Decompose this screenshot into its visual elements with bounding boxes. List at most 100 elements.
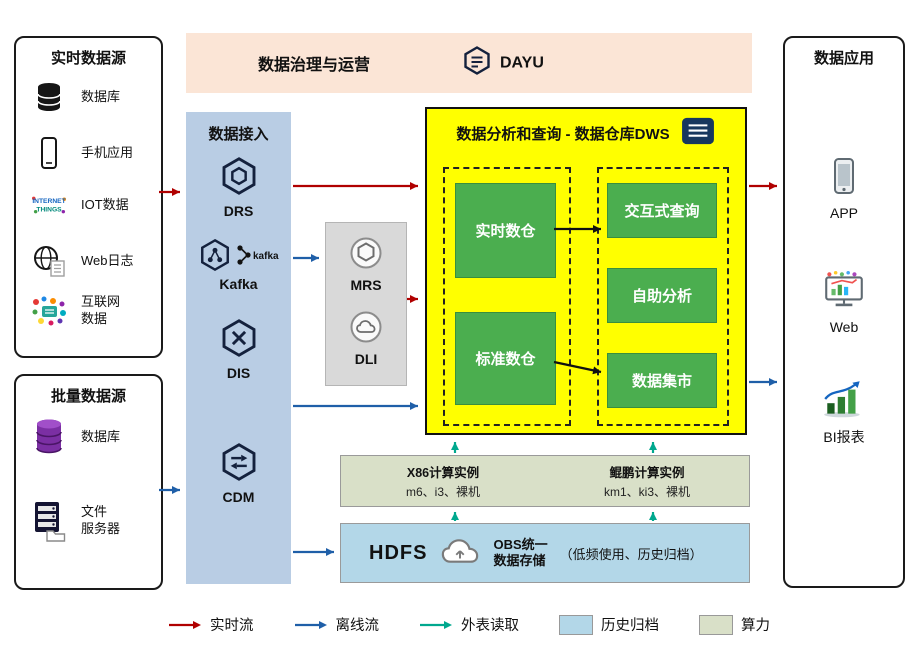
- ingest-drs: DRS: [186, 156, 291, 219]
- legend-offline-label: 离线流: [335, 618, 380, 634]
- legend-archive-swatch: [559, 614, 593, 635]
- legend-external-arrow-icon: [420, 620, 452, 629]
- x86-compute: X86计算实例 m6、i3、裸机: [341, 456, 545, 506]
- source-database: 数据库: [28, 80, 120, 114]
- hdfs-label: HDFS: [369, 541, 428, 564]
- kunpeng-title: 鲲鹏计算实例: [609, 466, 685, 480]
- source-mobile-app-label: 手机应用: [81, 144, 134, 160]
- database-icon: [28, 80, 70, 114]
- batch-sources-title: 批量数据源: [50, 388, 126, 405]
- mrs-label: MRS: [350, 277, 382, 293]
- dws-service-group: [597, 167, 729, 426]
- bi-label: BI报表: [823, 429, 865, 445]
- legend-offline: 离线流: [294, 614, 380, 635]
- batch-database: 数据库: [28, 416, 120, 458]
- iot-icon: INTERNET THINGS: [28, 190, 70, 220]
- data-ingest-title: 数据接入: [208, 126, 269, 143]
- legend-archive-label: 历史归档: [601, 618, 659, 634]
- data-ingest-panel: 数据接入 DRS kafka: [186, 112, 291, 584]
- web-monitor-icon: [821, 270, 867, 313]
- x86-spec: m6、i3、裸机: [405, 485, 480, 499]
- app-item-bi: BI报表: [785, 380, 903, 447]
- svg-text:kafka: kafka: [253, 251, 279, 262]
- mrs-icon: [348, 235, 384, 274]
- legend-compute-swatch: [699, 614, 733, 635]
- internet-data-icon: [28, 294, 70, 328]
- cdm-label: CDM: [222, 489, 255, 505]
- dws-title: 数据分析和查询 - 数据仓库DWS: [456, 126, 670, 143]
- source-mobile-app: 手机应用: [28, 136, 133, 170]
- dws-doc-icon: [680, 116, 716, 151]
- source-web-log-label: Web日志: [81, 252, 134, 268]
- kafka-label: Kafka: [219, 276, 258, 292]
- module-self-service-analysis: 自助分析: [607, 268, 717, 323]
- legend-compute: 算力: [699, 614, 770, 635]
- batch-database-icon: [28, 416, 70, 458]
- web-label: Web: [829, 319, 859, 335]
- dayu-icon: [462, 46, 492, 81]
- dis-label: DIS: [226, 365, 251, 381]
- legend-realtime-arrow-icon: [169, 620, 201, 629]
- app-item-app: APP: [785, 156, 903, 221]
- obs-cloud-icon: [439, 536, 481, 571]
- drs-label: DRS: [223, 203, 254, 219]
- realtime-sources-panel: 实时数据源 数据库 手机应用 INTERNET THINGS IOT: [14, 36, 163, 358]
- kunpeng-compute: 鲲鹏计算实例 km1、ki3、裸机: [545, 456, 749, 506]
- ingest-dis: DIS: [186, 318, 291, 381]
- legend-realtime: 实时流: [168, 614, 254, 635]
- app-phone-icon: [831, 156, 857, 199]
- dis-icon: [219, 318, 259, 361]
- governance-banner: 数据治理与运营 DAYU: [186, 33, 752, 93]
- source-iot-label: IOT数据: [81, 196, 129, 212]
- x86-title: X86计算实例: [406, 466, 480, 480]
- module-standard-warehouse: 标准数仓: [455, 312, 556, 405]
- source-database-label: 数据库: [81, 88, 121, 104]
- legend-compute-label: 算力: [741, 618, 770, 634]
- legend-external: 外表读取: [419, 614, 519, 635]
- source-web-log: Web日志: [28, 244, 134, 278]
- cdm-icon: [219, 442, 259, 485]
- legend-external-label: 外表读取: [461, 618, 519, 634]
- storage-panel: HDFS OBS统一 数据存储 （低频使用、历史归档）: [340, 523, 750, 583]
- legend-offline-arrow-icon: [294, 620, 327, 629]
- batch-database-label: 数据库: [81, 428, 121, 444]
- dws-warehouse-group: [443, 167, 571, 426]
- data-apps-panel: 数据应用 APP Web: [783, 36, 905, 588]
- realtime-sources-title: 实时数据源: [50, 50, 126, 67]
- module-realtime-warehouse: 实时数仓: [455, 183, 556, 278]
- middleware-panel: MRS DLI: [325, 222, 407, 386]
- source-internet-data: 互联网 数据: [28, 294, 123, 328]
- kafka-icon: kafka: [198, 238, 280, 272]
- app-label: APP: [829, 205, 858, 221]
- legend-realtime-label: 实时流: [210, 618, 254, 634]
- middleware-mrs: MRS: [326, 235, 406, 293]
- middleware-dli: DLI: [326, 309, 406, 367]
- source-iot: INTERNET THINGS IOT数据: [28, 190, 129, 220]
- svg-text:THINGS: THINGS: [36, 207, 62, 214]
- dws-panel: 数据分析和查询 - 数据仓库DWS 实时数仓 标准数仓 交互式查询 自助分析 数…: [425, 107, 747, 435]
- kunpeng-spec: km1、ki3、裸机: [603, 485, 690, 499]
- dayu-label: DAYU: [500, 54, 544, 71]
- app-item-web: Web: [785, 270, 903, 335]
- governance-product: DAYU: [462, 46, 544, 81]
- governance-title: 数据治理与运营: [258, 57, 371, 74]
- legend: 实时流 离线流 外表读取 历史归档 算力: [168, 614, 770, 635]
- obs-note: （低频使用、历史归档）: [559, 546, 703, 562]
- data-apps-title: 数据应用: [813, 50, 874, 67]
- compute-instances-panel: X86计算实例 m6、i3、裸机 鲲鹏计算实例 km1、ki3、裸机: [340, 455, 750, 507]
- dli-label: DLI: [354, 351, 378, 367]
- ingest-kafka: kafka Kafka: [186, 238, 291, 292]
- file-server-label: 文件 服务器: [81, 504, 121, 536]
- file-server: 文件 服务器: [28, 500, 120, 542]
- bi-report-icon: [821, 380, 867, 421]
- dli-icon: [348, 309, 384, 348]
- module-data-mart: 数据集市: [607, 353, 717, 408]
- batch-sources-panel: 批量数据源 数据库 文件 服务器: [14, 374, 163, 590]
- svg-text:INTERNET: INTERNET: [32, 198, 65, 205]
- file-server-icon: [28, 500, 70, 542]
- drs-icon: [219, 156, 259, 199]
- module-interactive-query: 交互式查询: [607, 183, 717, 238]
- web-log-icon: [28, 244, 70, 278]
- kafka-logo: kafka: [236, 245, 279, 265]
